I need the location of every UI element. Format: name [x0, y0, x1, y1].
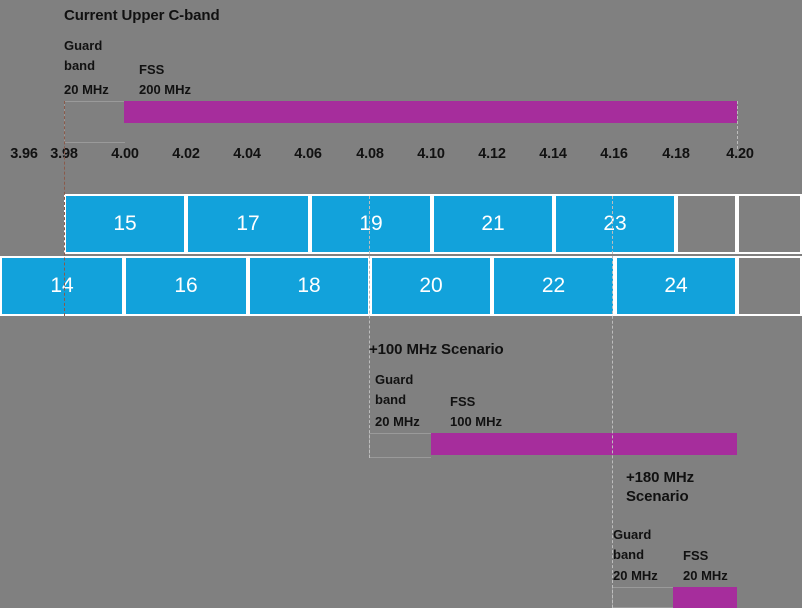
axis-tick: 4.02	[172, 146, 200, 162]
channel-block[interactable]: 17	[186, 194, 310, 254]
channel-block-empty	[676, 194, 737, 254]
scenario-title-current: Current Upper C-band	[64, 7, 220, 24]
guard-band-value-plus100: 20 MHz	[375, 414, 420, 429]
guard-band-value-current: 20 MHz	[64, 82, 109, 97]
axis-tick: 4.14	[539, 146, 567, 162]
fss-bar-current	[124, 101, 737, 123]
guard-band-box-plus100	[369, 433, 431, 458]
guide-line-4-20-top	[737, 101, 738, 149]
fss-label-plus100: FSS	[450, 394, 476, 409]
guard-band-box-current	[64, 101, 125, 143]
axis-tick: 4.06	[294, 146, 322, 162]
channel-block[interactable]: 14	[0, 256, 124, 316]
fss-value-plus180: 20 MHz	[683, 568, 728, 583]
channel-block[interactable]: 23	[554, 194, 676, 254]
axis-tick: 3.96	[10, 146, 38, 162]
fss-value-plus100: 100 MHz	[450, 414, 503, 429]
channel-block[interactable]: 18	[248, 256, 370, 316]
axis-tick: 4.00	[111, 146, 139, 162]
guide-line-4-16	[612, 196, 613, 608]
guide-line-4-08	[369, 196, 370, 458]
scenario-title-plus100: +100 MHz Scenario	[369, 341, 504, 358]
channel-block[interactable]: 15	[64, 194, 186, 254]
fss-value-current: 200 MHz	[139, 82, 192, 97]
fss-bar-plus100	[431, 433, 737, 455]
channel-block[interactable]: 20	[370, 256, 492, 316]
guard-band-value-plus180: 20 MHz	[613, 568, 658, 583]
axis-tick: 4.12	[478, 146, 506, 162]
guide-line-3-98	[64, 101, 65, 316]
channel-block[interactable]: 21	[432, 194, 554, 254]
guard-band-label-plus100: Guard band	[375, 372, 414, 407]
guard-band-label-plus180: Guard band	[613, 527, 652, 562]
axis-tick: 4.20	[726, 146, 754, 162]
channel-block-empty	[737, 194, 802, 254]
channel-block[interactable]: 24	[615, 256, 737, 316]
channel-block[interactable]: 16	[124, 256, 248, 316]
axis-tick: 4.10	[417, 146, 445, 162]
fss-label-current: FSS	[139, 62, 165, 77]
guard-band-label-current: Guard band	[64, 38, 103, 73]
channel-block[interactable]: 19	[310, 194, 432, 254]
frequency-axis: 3.96 3.98 4.00 4.02 4.04 4.06 4.08 4.10 …	[0, 146, 802, 170]
axis-tick: 4.16	[600, 146, 628, 162]
axis-tick: 4.08	[356, 146, 384, 162]
guard-band-box-plus180	[612, 587, 673, 608]
fss-label-plus180: FSS	[683, 548, 709, 563]
axis-tick: 4.04	[233, 146, 261, 162]
fss-bar-plus180	[673, 587, 737, 608]
scenario-title-plus180: +180 MHz Scenario	[626, 469, 694, 505]
channel-block-empty	[737, 256, 802, 316]
axis-tick: 4.18	[662, 146, 690, 162]
channel-block[interactable]: 22	[492, 256, 615, 316]
